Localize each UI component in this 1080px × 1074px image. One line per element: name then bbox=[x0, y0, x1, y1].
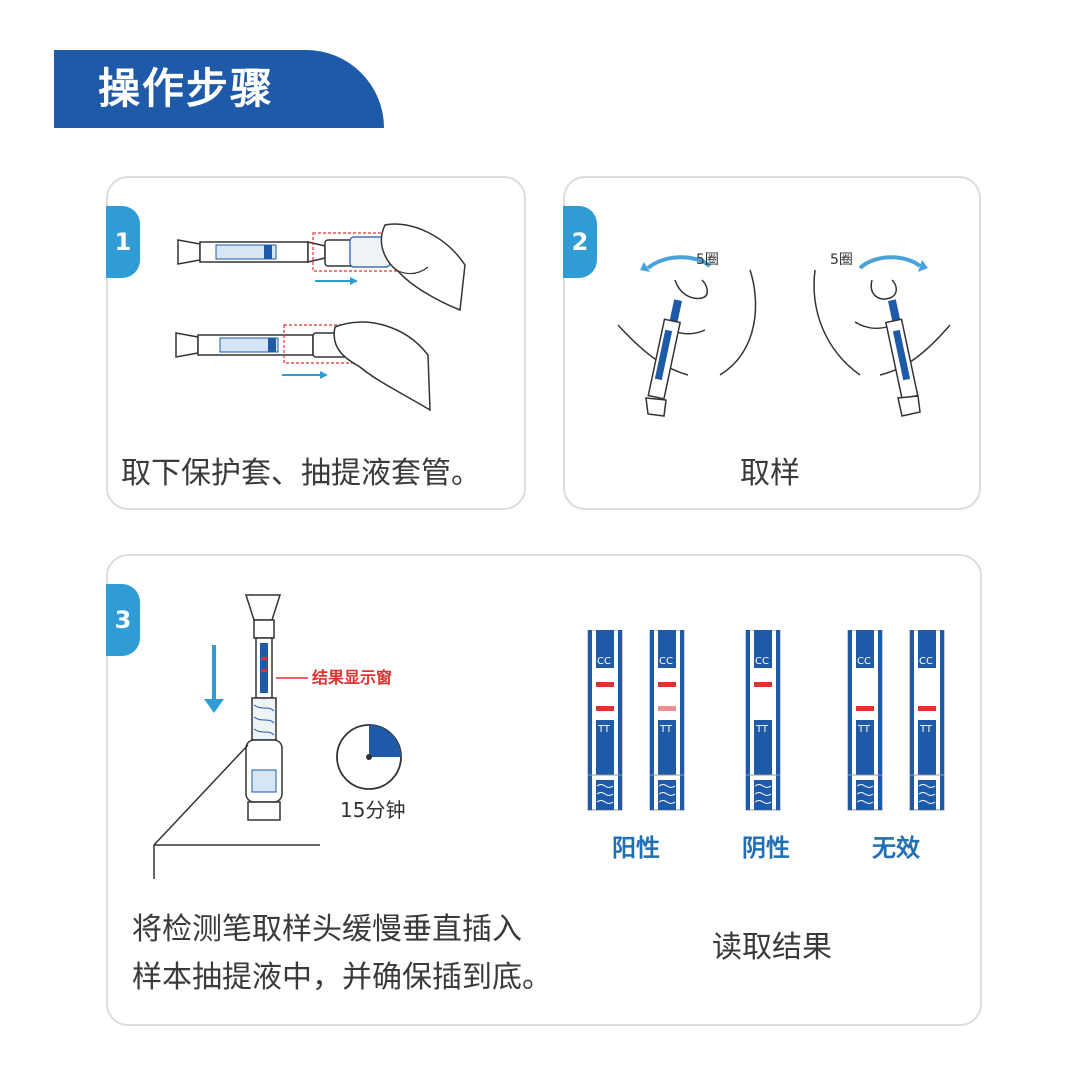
svg-text:CC: CC bbox=[919, 656, 933, 667]
pen-upper bbox=[177, 223, 466, 312]
test-strip: CC TT bbox=[587, 630, 623, 811]
result-negative-label: 阴性 bbox=[742, 834, 790, 862]
test-strip: CC TT bbox=[909, 630, 945, 811]
svg-text:TT: TT bbox=[857, 724, 871, 735]
insertion-illustration: 结果显示窗 15分钟 bbox=[153, 594, 405, 879]
step-1-illustration bbox=[175, 223, 466, 412]
test-strip: CC TT bbox=[847, 630, 883, 811]
page-title: 操作步骤 bbox=[98, 64, 275, 113]
timer-label: 15分钟 bbox=[340, 798, 405, 822]
step-2-badge: 2 bbox=[563, 206, 597, 278]
header-banner bbox=[54, 50, 384, 128]
svg-text:CC: CC bbox=[755, 656, 769, 667]
svg-text:TT: TT bbox=[755, 724, 769, 735]
svg-text:CC: CC bbox=[659, 656, 673, 667]
step-2-illustration: 5圈 5圈 bbox=[617, 252, 951, 417]
result-positive-label: 阳性 bbox=[612, 834, 660, 862]
svg-text:TT: TT bbox=[597, 724, 611, 735]
test-strip: CC TT bbox=[745, 630, 781, 811]
svg-text:TT: TT bbox=[659, 724, 673, 735]
step-3-badge: 3 bbox=[106, 584, 140, 656]
svg-text:CC: CC bbox=[597, 656, 611, 667]
test-strip: CC TT bbox=[649, 630, 685, 811]
read-result-caption: 读取结果 bbox=[712, 930, 832, 965]
svg-text:TT: TT bbox=[919, 724, 933, 735]
result-invalid-label: 无效 bbox=[872, 834, 920, 862]
step-1-caption: 取下保护套、抽提液套管。 bbox=[121, 456, 481, 491]
step-3-caption-line-1: 将检测笔取样头缓慢垂直插入 bbox=[132, 912, 522, 947]
rotation-label-right: 5圈 bbox=[830, 252, 853, 268]
step-1-badge: 1 bbox=[106, 206, 140, 278]
result-window-label: 结果显示窗 bbox=[311, 668, 392, 687]
step-3-caption-line-2: 样本抽提液中，并确保插到底。 bbox=[132, 960, 552, 995]
result-strips: CC TT CC TT CC TT CC TT CC TT 阳性 阴性 无效 bbox=[587, 630, 945, 862]
step-2-caption: 取样 bbox=[740, 456, 800, 491]
pen-lower bbox=[175, 321, 431, 412]
rotation-label-left: 5圈 bbox=[696, 252, 719, 268]
svg-text:CC: CC bbox=[857, 656, 871, 667]
step-2-card bbox=[563, 176, 981, 510]
